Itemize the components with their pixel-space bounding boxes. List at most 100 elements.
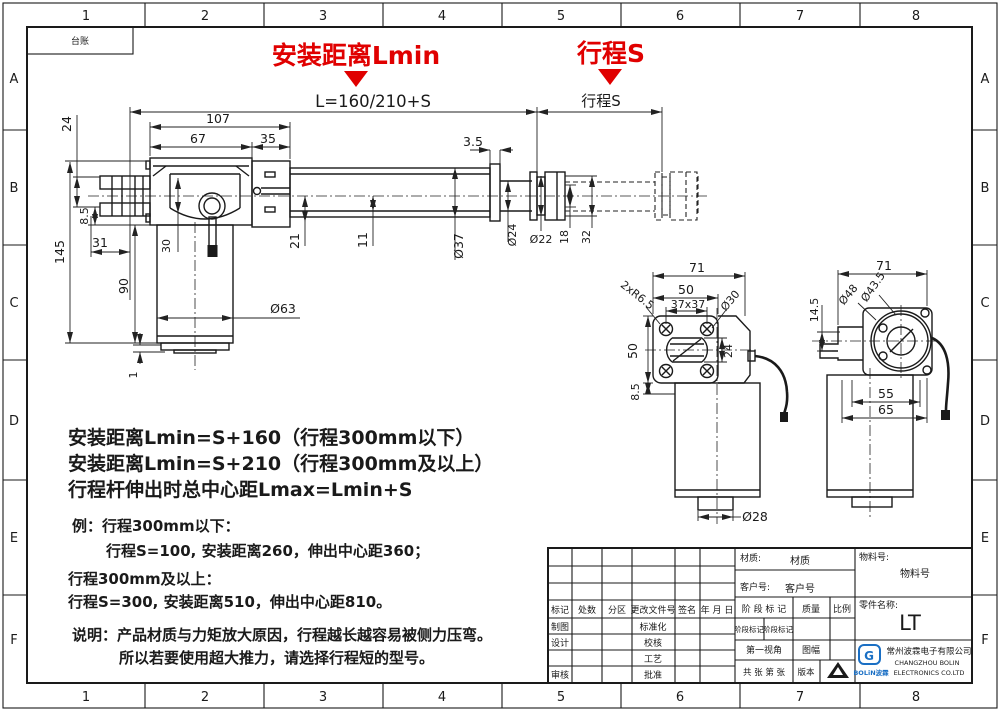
note-example-3: 行程300mm及以上： — [67, 570, 221, 588]
zone-row-B: B — [10, 181, 19, 196]
stroke-title: 行程S — [576, 39, 645, 68]
dim-dia37: Ø37 — [451, 233, 466, 259]
bolin-logo-icon — [858, 644, 881, 665]
zone-row-E2: E — [981, 531, 989, 546]
side-dim-14p5: 14.5 — [808, 298, 821, 323]
company-name-en2: ELECTRONICS CO.LTD — [894, 669, 965, 677]
note-example-1: 例：行程300mm以下： — [72, 517, 240, 535]
zone-col-7b: 7 — [796, 690, 804, 705]
dim-21: 21 — [287, 233, 302, 249]
front-dim-24: 24 — [722, 344, 735, 358]
dim-35: 35 — [260, 131, 276, 146]
dim-90: 90 — [116, 278, 131, 294]
bolin-logo-letter: G — [864, 649, 874, 663]
company-name-en1: CHANGZHOU BOLIN — [895, 659, 960, 667]
side-dim-65: 65 — [878, 402, 894, 417]
rev-header-docno: 更改文件号 — [630, 604, 675, 616]
dim-32: 32 — [580, 230, 593, 244]
dim-dia22: Ø22 — [530, 233, 553, 246]
side-dim-71: 71 — [876, 258, 892, 273]
dim-30: 30 — [160, 239, 173, 253]
front-dim-50v: 50 — [625, 343, 640, 359]
note-formula-1: 安装距离Lmin=S+160（行程300mm以下） — [68, 426, 474, 449]
zone-row-C2: C — [980, 296, 989, 311]
front-view: 71 50 37x37 Ø30 2xR6.5 50 24 8.5 Ø28 — [618, 260, 789, 524]
bolin-logo-text: BOLiN波霖 — [853, 668, 889, 677]
title-block: 标记 处数 分区 更改文件号 签名 年 月 日 制图 设计 审核 标准化 校核 … — [547, 547, 973, 684]
corner-box — [26, 26, 134, 55]
red-arrow-icon — [344, 71, 368, 87]
zone-col-5b: 5 — [557, 690, 565, 705]
dim-11: 11 — [355, 232, 370, 248]
stage-cell-2: 阶段标记 — [763, 624, 793, 634]
rev-header-mark: 标记 — [551, 604, 569, 616]
sheet-format-label: 图幅 — [802, 644, 820, 656]
zone-col-6b: 6 — [676, 690, 684, 705]
dim-107: 107 — [206, 111, 230, 126]
front-dim-2xR6p5: 2xR6.5 — [618, 278, 656, 312]
dim-24: 24 — [59, 116, 74, 132]
rev-header-count: 处数 — [578, 604, 596, 616]
red-arrow-icon — [598, 69, 622, 85]
dim-dia24: Ø24 — [506, 224, 519, 247]
zone-col-6: 6 — [676, 9, 684, 24]
zone-row-E: E — [10, 531, 18, 546]
front-dim-dia28: Ø28 — [742, 509, 768, 524]
dim-8p5: 8.5 — [78, 207, 91, 225]
company-cell: G BOLiN波霖 常州波霖电子有限公司 CHANGZHOU BOLIN ELE… — [853, 644, 972, 677]
dim-145: 145 — [52, 240, 67, 264]
note-remark-2: 所以若要使用超大推力，请选择行程短的型号。 — [119, 649, 434, 667]
rev-header-sign: 签名 — [678, 604, 696, 616]
zone-col-1: 1 — [82, 9, 90, 24]
dim-18: 18 — [558, 230, 571, 244]
scale-header: 比例 — [833, 603, 851, 615]
front-dim-50: 50 — [678, 282, 694, 297]
company-name-cn: 常州波霖电子有限公司 — [886, 646, 971, 657]
note-remark-1: 说明：产品材质与力矩放大原因，行程越长越容易被侧力压弯。 — [72, 626, 492, 644]
zone-row-D: D — [9, 414, 19, 429]
side-view: 71 Ø48 Ø43.5 14.5 55 65 — [808, 258, 950, 520]
install-distance-title: 安装距离Lmin — [272, 41, 440, 70]
dim-dia63: Ø63 — [270, 301, 296, 316]
customer-value: 客户号 — [785, 582, 815, 595]
rev-header-zone: 分区 — [608, 605, 626, 616]
zone-col-8b: 8 — [912, 690, 920, 705]
customer-label: 客户号: — [740, 581, 770, 593]
sheets-label: 共 张 第 张 — [743, 667, 786, 678]
zone-col-2: 2 — [201, 9, 209, 24]
note-example-2: 行程S=100, 安装距离260，伸出中心距360； — [105, 542, 429, 560]
zone-col-4: 4 — [438, 9, 446, 24]
zone-col-5: 5 — [557, 9, 565, 24]
role-standardize: 标准化 — [639, 621, 666, 633]
dim-3p5: 3.5 — [463, 134, 483, 149]
zone-row-F: F — [10, 633, 17, 648]
zone-row-F2: F — [981, 633, 988, 648]
material-value: 材质 — [790, 554, 810, 567]
zone-row-B2: B — [981, 181, 990, 196]
zone-col-1b: 1 — [82, 690, 90, 705]
notes-block: 安装距离Lmin=S+160（行程300mm以下） 安装距离Lmin=S+210… — [67, 426, 493, 667]
part-name-label: 零件名称: — [859, 599, 898, 611]
note-example-4: 行程S=300, 安装距离510，伸出中心距810。 — [67, 593, 391, 611]
dim-67: 67 — [190, 131, 206, 146]
role-design: 设计 — [551, 637, 569, 649]
part-name-value: LT — [899, 611, 921, 635]
zone-row-A: A — [10, 72, 19, 87]
role-draw: 制图 — [551, 621, 569, 633]
side-dim-dia48: Ø48 — [836, 282, 861, 308]
stroke-dim-label: 行程S — [581, 92, 621, 110]
role-approve: 批准 — [644, 669, 662, 681]
zone-col-4b: 4 — [438, 690, 446, 705]
part-no-label: 物料号: — [859, 551, 889, 563]
first-angle-label: 第一视角 — [746, 644, 782, 656]
role-check: 审核 — [551, 669, 569, 681]
stage-header: 阶 段 标 记 — [742, 603, 787, 615]
zone-col-2b: 2 — [201, 690, 209, 705]
front-dim-8p5: 8.5 — [629, 383, 642, 401]
zone-col-7: 7 — [796, 9, 804, 24]
zone-col-3: 3 — [319, 9, 327, 24]
side-dim-55: 55 — [878, 386, 894, 401]
front-dim-71: 71 — [689, 260, 705, 275]
